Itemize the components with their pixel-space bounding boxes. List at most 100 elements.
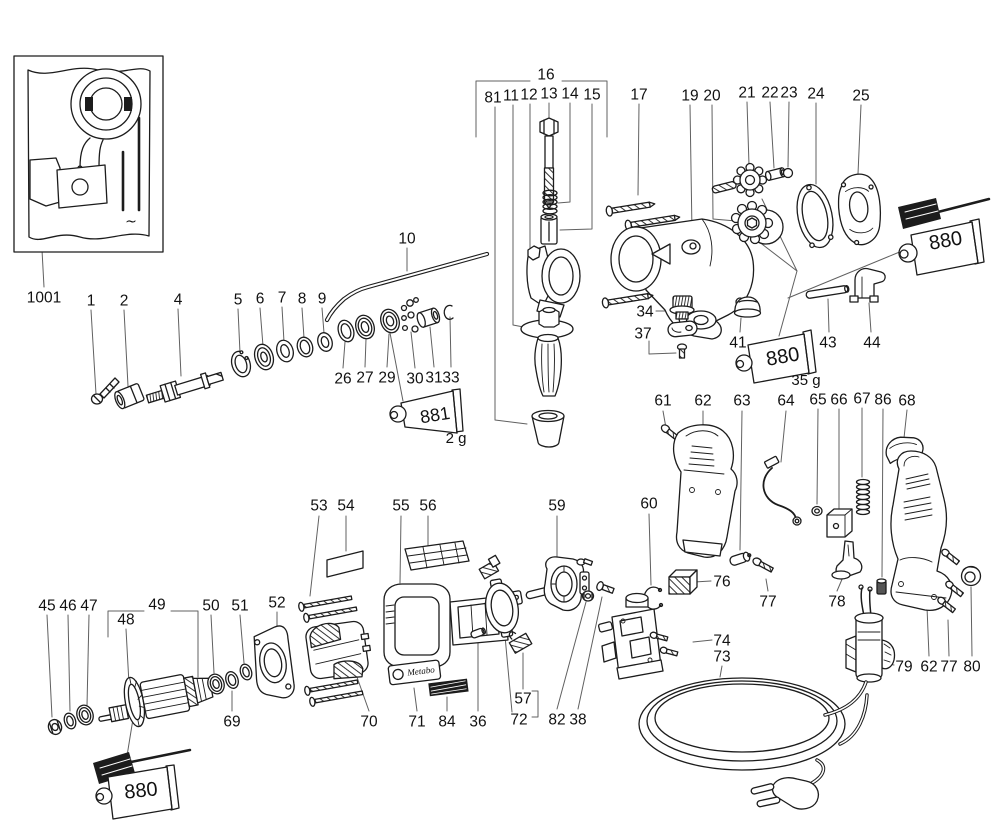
switch-assembly bbox=[597, 592, 664, 680]
part-73-power-cord bbox=[638, 677, 869, 810]
part-65-nut bbox=[811, 505, 823, 517]
part-callout-9: 9 bbox=[318, 291, 327, 308]
leader-line bbox=[364, 338, 367, 368]
part-callout-34: 34 bbox=[636, 304, 654, 321]
part-43-pin bbox=[805, 284, 850, 299]
part-31-sleeve bbox=[416, 307, 441, 328]
part-callout-70: 70 bbox=[360, 714, 378, 731]
leader-line bbox=[210, 614, 215, 674]
tube-880-middle-weight: 35 g bbox=[791, 372, 820, 389]
part-12-clamp-ring bbox=[526, 245, 581, 318]
part-50-bearing bbox=[207, 673, 225, 695]
part-callout-62: 62 bbox=[694, 393, 711, 410]
part-81-ferrule bbox=[531, 409, 565, 448]
part-37-lever bbox=[667, 320, 698, 359]
part-callout-4: 4 bbox=[174, 292, 183, 309]
part-5-circlip bbox=[230, 350, 252, 378]
leader-line bbox=[259, 307, 264, 347]
part-9-ring bbox=[317, 332, 333, 352]
leader-line bbox=[90, 309, 97, 395]
part-78-brush-lever bbox=[831, 540, 863, 580]
leader-lines bbox=[41, 80, 973, 763]
leader-line bbox=[504, 635, 513, 713]
part-callout-54: 54 bbox=[337, 498, 355, 515]
part-callout-59: 59 bbox=[548, 498, 565, 515]
part-4-spindle-shaft bbox=[145, 371, 224, 404]
tube-881-label: 881 bbox=[419, 403, 452, 427]
leader-line bbox=[780, 410, 787, 463]
part-callout-49: 49 bbox=[148, 597, 165, 614]
leader-line bbox=[648, 340, 677, 355]
part-72-brush-holder-ring bbox=[485, 578, 523, 638]
leader-line bbox=[739, 317, 742, 333]
part-callout-2: 2 bbox=[120, 293, 129, 310]
leader-line bbox=[689, 104, 693, 233]
leader-line bbox=[46, 614, 53, 718]
part-callout-10: 10 bbox=[398, 231, 416, 248]
leader-line bbox=[787, 250, 903, 299]
leader-line bbox=[648, 513, 652, 586]
leader-line bbox=[719, 665, 723, 678]
part-54-sticker bbox=[326, 550, 364, 578]
leader-line bbox=[410, 331, 416, 369]
part-callout-5: 5 bbox=[234, 292, 243, 309]
part-callout-55: 55 bbox=[392, 498, 409, 515]
leader-line bbox=[67, 614, 71, 712]
part-24-gasket bbox=[796, 183, 834, 249]
part-callout-47: 47 bbox=[80, 598, 97, 615]
leader-line bbox=[557, 102, 571, 204]
leader-line bbox=[559, 103, 593, 231]
part-71-metabo-label bbox=[387, 659, 442, 686]
part-22-pin bbox=[764, 167, 787, 181]
part-callout-82: 82 bbox=[548, 712, 565, 729]
part-77-screw-mid bbox=[752, 557, 774, 573]
part-66-brush-holder bbox=[826, 508, 853, 538]
part-80-seal-ring bbox=[960, 565, 982, 587]
part-77-screws-bottom bbox=[937, 548, 965, 614]
tube-881-weight: 2 g bbox=[446, 430, 467, 447]
part-callout-36: 36 bbox=[469, 714, 486, 731]
part-53-screws bbox=[298, 595, 364, 707]
part-1-screw bbox=[90, 377, 120, 405]
leader-line bbox=[170, 610, 199, 678]
part-callout-63: 63 bbox=[733, 393, 750, 410]
part-callout-1001: 1001 bbox=[27, 290, 61, 307]
leader-line bbox=[739, 410, 743, 551]
part-callout-33: 33 bbox=[442, 370, 459, 387]
leader-line bbox=[561, 80, 608, 138]
grease-tube-880-bottom bbox=[93, 748, 192, 820]
leader-line bbox=[107, 610, 145, 638]
leader-line bbox=[449, 316, 452, 368]
leader-line bbox=[765, 578, 769, 592]
part-52-bearing-shield bbox=[253, 625, 295, 699]
part-82-nut bbox=[581, 590, 595, 602]
part-callout-74: 74 bbox=[713, 633, 731, 650]
leader-line bbox=[637, 103, 640, 196]
part-callout-61: 61 bbox=[654, 393, 671, 410]
part-23-ball bbox=[782, 167, 794, 179]
leader-line bbox=[787, 101, 790, 168]
part-19-gear-housing bbox=[610, 218, 755, 340]
leader-line bbox=[413, 687, 418, 712]
part-callout-81: 81 bbox=[484, 90, 501, 107]
part-84-label bbox=[428, 678, 469, 697]
part-callout-56: 56 bbox=[419, 498, 436, 515]
leader-line bbox=[857, 104, 862, 175]
part-callout-30: 30 bbox=[406, 371, 424, 388]
leader-line bbox=[746, 101, 750, 166]
part-76-brush-block bbox=[668, 569, 698, 595]
leader-line bbox=[475, 80, 531, 138]
part-57-carbon-brush-2 bbox=[478, 554, 501, 580]
part-15-sleeve bbox=[540, 213, 558, 245]
part-callout-11: 11 bbox=[503, 88, 519, 105]
part-49-rotor bbox=[98, 674, 221, 728]
leader-line bbox=[970, 586, 973, 657]
leader-line bbox=[494, 106, 528, 425]
part-callout-80: 80 bbox=[963, 659, 981, 676]
part-69-washer bbox=[225, 671, 239, 689]
grease-tube-881 bbox=[389, 388, 464, 434]
part-callout-66: 66 bbox=[830, 392, 847, 409]
part-callout-1: 1 bbox=[87, 293, 96, 310]
